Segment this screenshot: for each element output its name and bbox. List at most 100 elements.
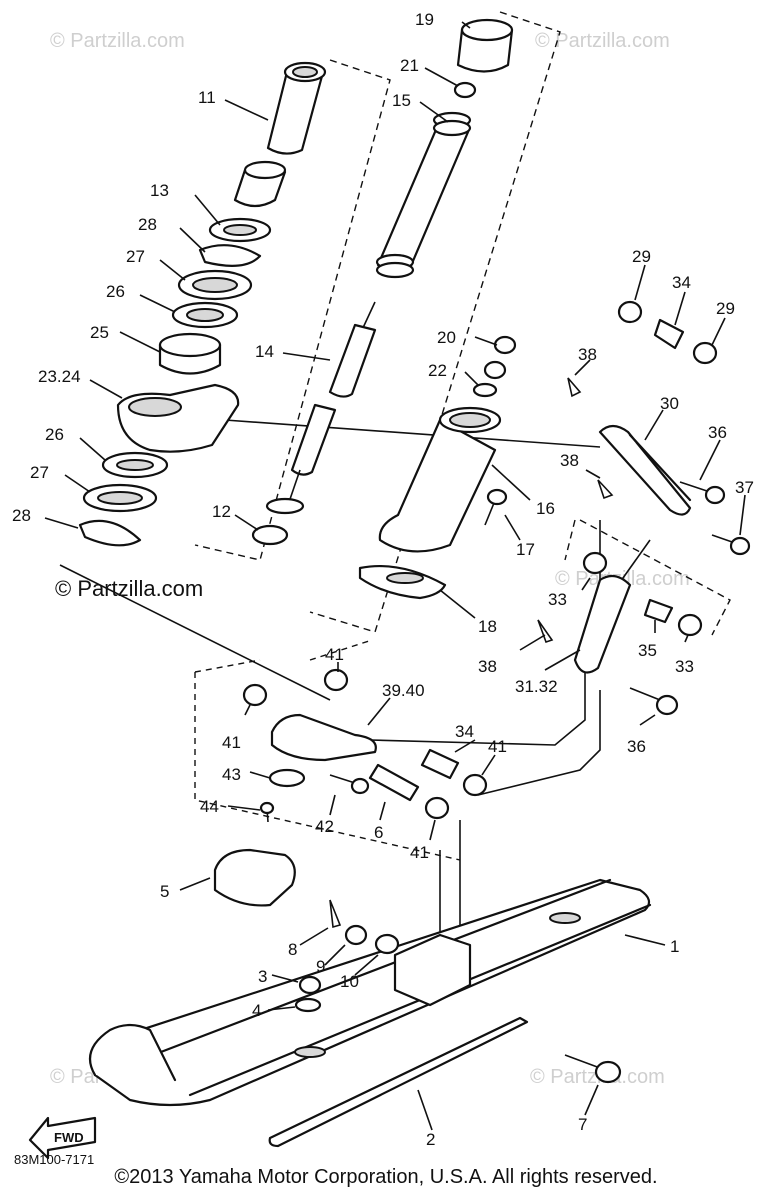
callout-42: 42 — [315, 817, 334, 836]
part-20-nuts — [483, 335, 517, 380]
part-30-link — [598, 424, 692, 516]
callout-3: 3 — [258, 967, 267, 986]
callout-10: 10 — [340, 972, 359, 991]
part-37-bolt — [711, 534, 751, 556]
callout-7: 7 — [578, 1115, 587, 1134]
callout-38-mid: 38 — [560, 451, 579, 470]
callout-43: 43 — [222, 765, 241, 784]
part-28-clip-upper — [198, 244, 262, 267]
part-2-wear-rod — [268, 1016, 529, 1148]
part-41-bushings — [242, 668, 488, 820]
part-5-pad — [213, 848, 296, 907]
part-23-24-housing — [116, 383, 240, 453]
callout-19: 19 — [415, 10, 434, 29]
callout-35: 35 — [638, 641, 657, 660]
ski-bracket — [393, 933, 472, 1007]
callout-6: 6 — [374, 823, 383, 842]
callout-17: 17 — [516, 540, 535, 559]
part-36-bolts — [629, 481, 726, 716]
part-35-collar — [643, 598, 674, 624]
callout-4: 4 — [252, 1001, 261, 1020]
callout-41-bottom: 41 — [410, 843, 429, 862]
callout-34-upper: 34 — [672, 273, 691, 292]
part-21-nut — [453, 81, 477, 99]
part-17-bolt — [484, 488, 508, 526]
part-11-tube — [266, 61, 327, 155]
callout-33-left: 33 — [548, 590, 567, 609]
callout-31-32: 31.32 — [515, 677, 558, 696]
callout-22: 22 — [428, 361, 447, 380]
watermark-partzilla: © Partzilla.com — [55, 576, 204, 601]
collar — [233, 160, 287, 208]
callout-15: 15 — [392, 91, 411, 110]
part-26-ring-upper — [171, 301, 239, 329]
fwd-arrow-icon: FWD — [28, 1116, 97, 1160]
part-18-plate — [358, 565, 447, 600]
callout-38-lower: 38 — [478, 657, 497, 676]
callout-2: 2 — [426, 1130, 435, 1149]
callout-12: 12 — [212, 502, 231, 521]
callout-labels: 1 2 3 4 5 6 7 8 9 10 11 12 13 14 15 16 1… — [12, 10, 754, 1149]
callout-30: 30 — [660, 394, 679, 413]
part-39-40-bracket — [270, 713, 377, 762]
part-19-cap — [456, 18, 514, 73]
part-33-bushings — [582, 551, 703, 637]
part-43-spacer — [268, 768, 306, 788]
fwd-label: FWD — [54, 1130, 84, 1145]
callout-27-lower: 27 — [30, 463, 49, 482]
callout-28-upper: 28 — [138, 215, 157, 234]
copyright-notice: ©2013 Yamaha Motor Corporation, U.S.A. A… — [114, 1166, 658, 1188]
callout-28-lower: 28 — [12, 506, 31, 525]
callout-21: 21 — [400, 56, 419, 75]
part-7-bolt — [564, 1054, 622, 1084]
callout-8: 8 — [288, 940, 297, 959]
part-38-pins — [537, 377, 614, 644]
callout-29-left: 29 — [632, 247, 651, 266]
callout-44: 44 — [200, 797, 219, 816]
part-15-spring-tube — [375, 111, 472, 279]
callout-14: 14 — [255, 342, 274, 361]
callout-13: 13 — [150, 181, 169, 200]
part-12-cup — [251, 524, 289, 546]
part-10-washer — [374, 933, 400, 955]
callout-37: 37 — [735, 478, 754, 497]
part-28-clip-lower — [78, 519, 142, 547]
callout-29-right: 29 — [716, 299, 735, 318]
ski-loop — [88, 1023, 177, 1082]
part-1-ski — [92, 878, 652, 1107]
part-26-ring-lower — [101, 451, 169, 479]
part-16-housing — [378, 406, 502, 553]
part-3-nut — [298, 975, 322, 995]
callout-9: 9 — [316, 957, 325, 976]
diagram-code: 83M100-7171 — [14, 1152, 95, 1167]
part-29-bushings — [617, 300, 718, 365]
part-13-washer — [208, 217, 272, 243]
callout-39-40: 39.40 — [382, 681, 425, 700]
callout-34-lower: 34 — [455, 722, 474, 741]
callout-38-upper: 38 — [578, 345, 597, 364]
callout-27-upper: 27 — [126, 247, 145, 266]
group-frames — [194, 11, 731, 861]
part-27-ring-lower — [82, 483, 158, 513]
callout-26-upper: 26 — [106, 282, 125, 301]
part-8-pin — [329, 899, 342, 929]
callout-41-top: 41 — [325, 645, 344, 664]
part-22-washer — [472, 382, 498, 398]
leader-lines — [44, 21, 746, 1131]
watermark-top-left: © Partzilla.com — [50, 30, 185, 52]
callout-11: 11 — [198, 88, 216, 107]
callout-41-left: 41 — [222, 733, 241, 752]
callout-25: 25 — [90, 323, 109, 342]
part-6-collar — [368, 763, 420, 802]
callout-20: 20 — [437, 328, 456, 347]
part-42-bolt — [329, 774, 370, 795]
callout-41-right: 41 — [488, 737, 507, 756]
part-4-washer — [294, 997, 322, 1013]
part-31-32-link — [573, 574, 632, 674]
part-25-bushing — [158, 332, 222, 375]
watermark-top-right: © Partzilla.com — [535, 30, 670, 52]
part-34-collar-upper — [653, 318, 685, 350]
part-34-collar-lower — [420, 748, 460, 780]
part-14-shock — [265, 301, 377, 515]
part-44-screw — [259, 801, 275, 823]
